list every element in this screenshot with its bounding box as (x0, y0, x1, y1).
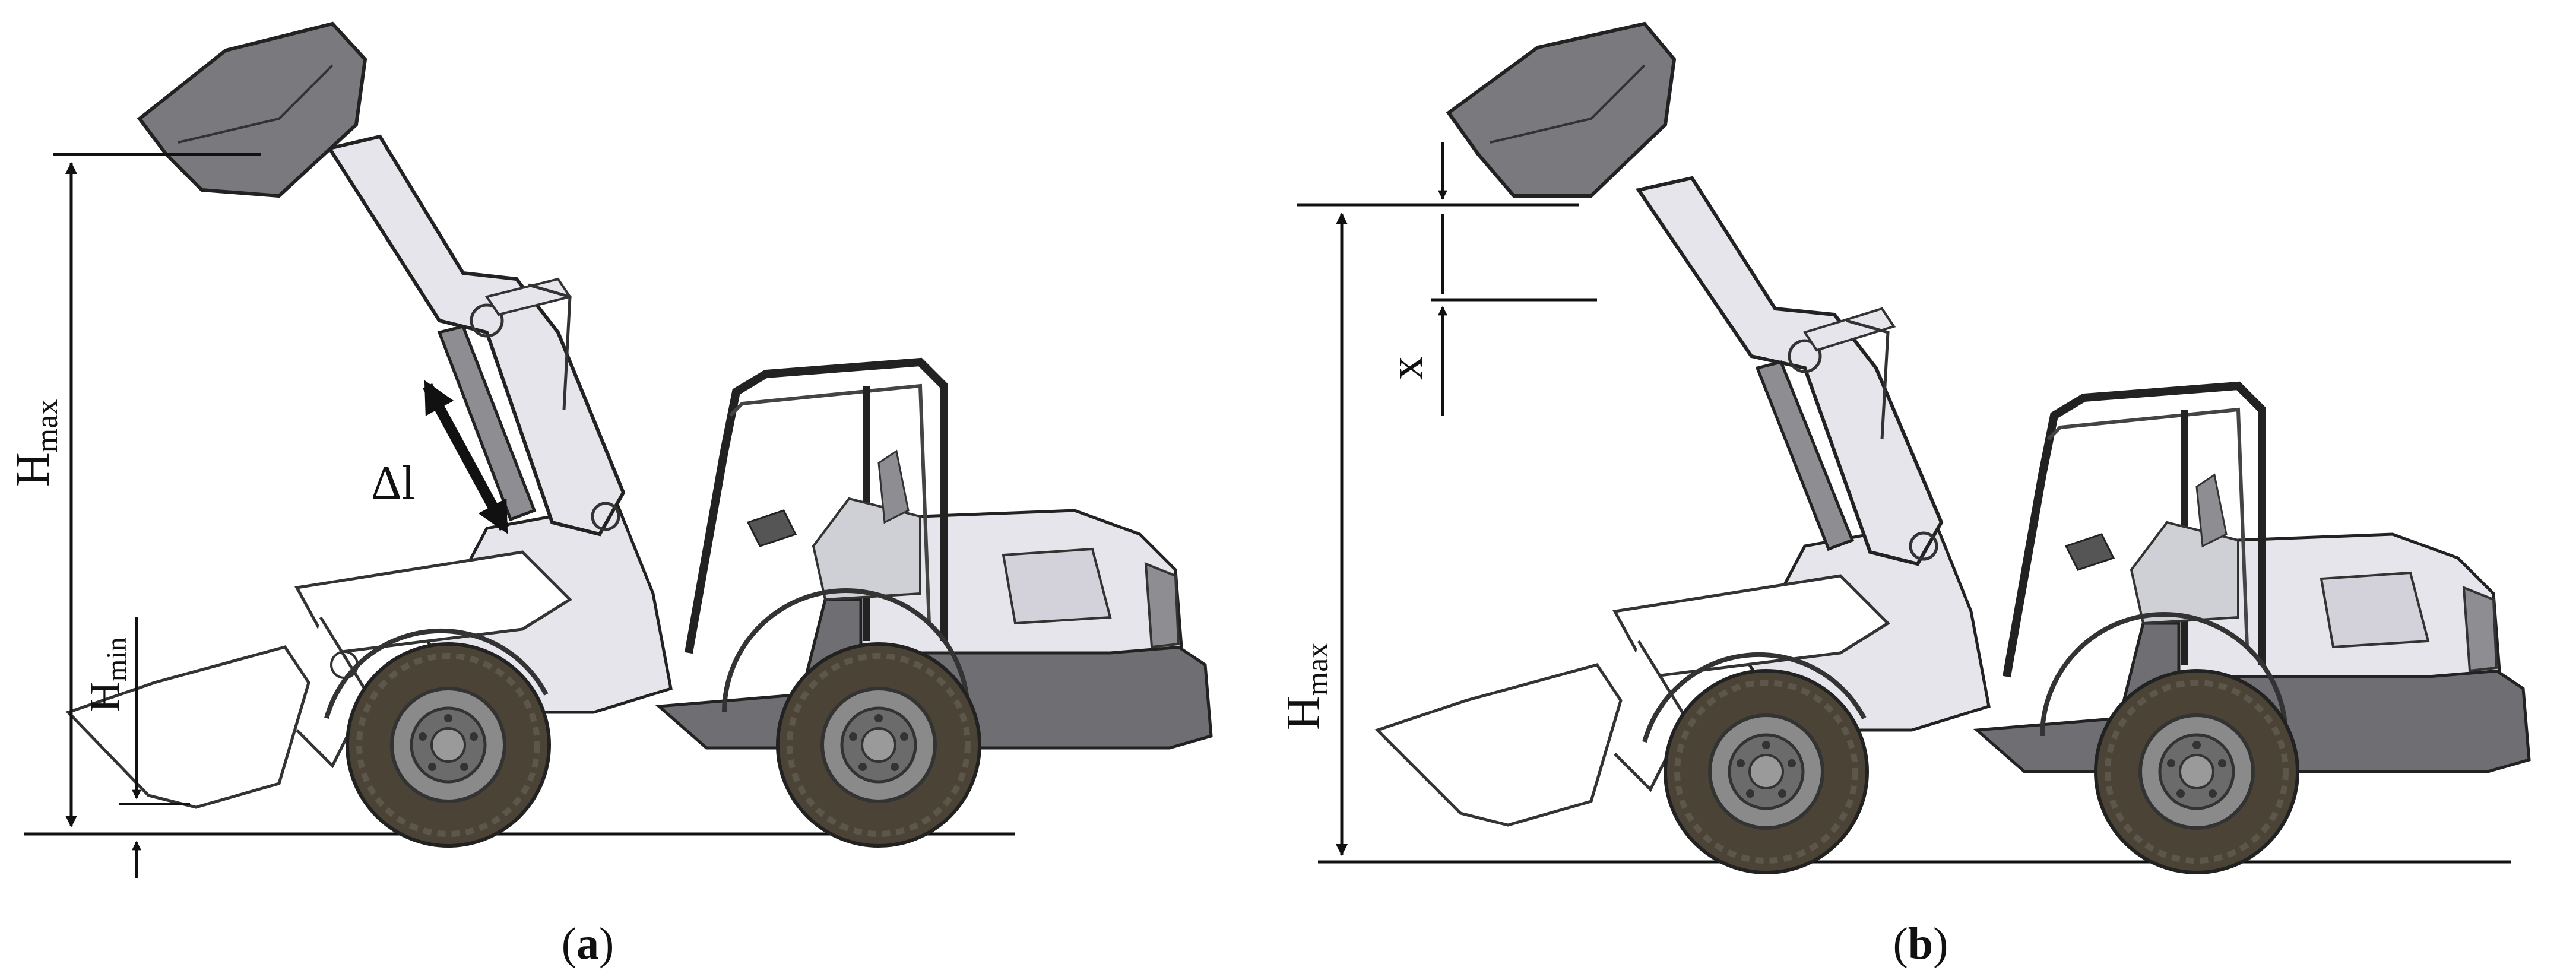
raised-boom-a (327, 134, 626, 537)
delta-l-arrow (423, 380, 509, 534)
rear-wheel-b (2096, 671, 2298, 873)
caption-a: (a) (562, 919, 614, 969)
panel-a: Hmax Hmin Δl (a) (7, 21, 1211, 969)
hmin-label-a: Hmin (81, 637, 132, 712)
hmax-label-a: Hmax (7, 399, 64, 487)
panel-b: Hmax x (b) (1278, 21, 2529, 969)
front-wheel-a (347, 644, 549, 846)
lowered-bucket-a (65, 645, 310, 809)
front-wheel-b (1665, 671, 1867, 873)
raised-bucket-a (137, 21, 367, 198)
raised-bucket-b (1446, 21, 1677, 198)
rear-wheel-a (778, 644, 980, 846)
hmax-label-b: Hmax (1278, 643, 1335, 730)
lowered-bucket-b (1374, 663, 1623, 827)
lift-cylinder-b (1755, 360, 1855, 551)
caption-b: (b) (1893, 919, 1948, 969)
x-label-b: x (1380, 356, 1433, 380)
delta-l-label: Δl (371, 457, 415, 509)
raised-boom-b (1636, 176, 1944, 566)
